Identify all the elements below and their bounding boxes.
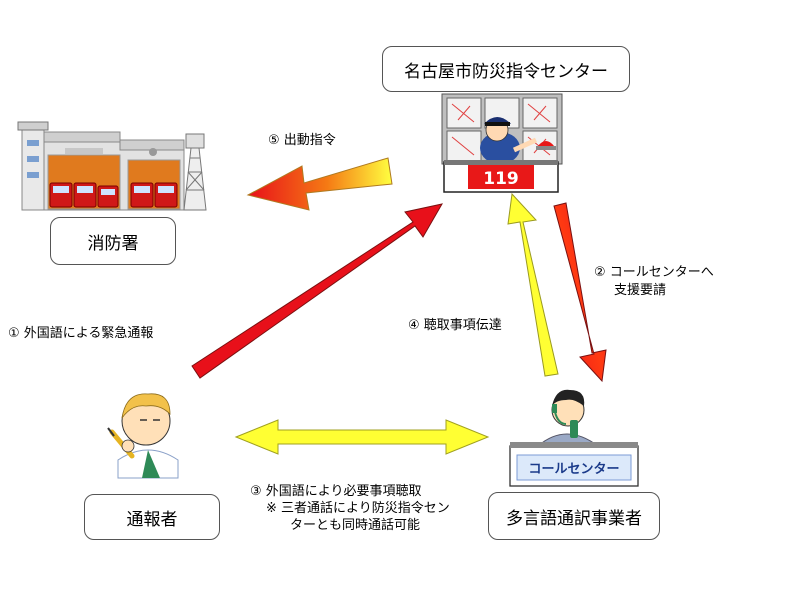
step-3-label-line1: ③ 外国語により必要事項聴取 [250,484,422,499]
step-4-label: ④ 聴取事項伝達 [408,318,502,333]
node-fire-station: 消防署 [50,217,176,265]
command-center-illustration: 119 [441,93,563,193]
arrow-emergency-call [191,203,443,379]
node-caller: 通報者 [84,494,220,540]
fire-station-illustration [17,121,207,211]
step-2-label-line2: 支援要請 [614,283,667,298]
arrow-interpretation [234,419,490,455]
fire-truck-icons [49,182,178,208]
console-number: 119 [483,169,519,189]
arrow-dispatch [246,157,393,211]
caller-illustration [107,393,179,479]
callcenter-sign: コールセンター [528,462,619,477]
node-center: 名古屋市防災指令センター [382,46,630,92]
step-1-label: ① 外国語による緊急通報 [8,326,154,341]
arrow-relay-info [507,192,559,377]
arrow-request-support [553,202,607,383]
callcenter-illustration: コールセンター [509,389,639,487]
step-3-note-line2: ターとも同時通話可能 [290,518,421,533]
step-3-note-line1: ※ 三者通話により防災指令セン [266,501,450,516]
step-2-label-line1: ② コールセンターへ [594,265,714,280]
step-5-label: ⑤ 出動指令 [268,133,336,148]
node-interpreter: 多言語通訳事業者 [488,492,660,540]
